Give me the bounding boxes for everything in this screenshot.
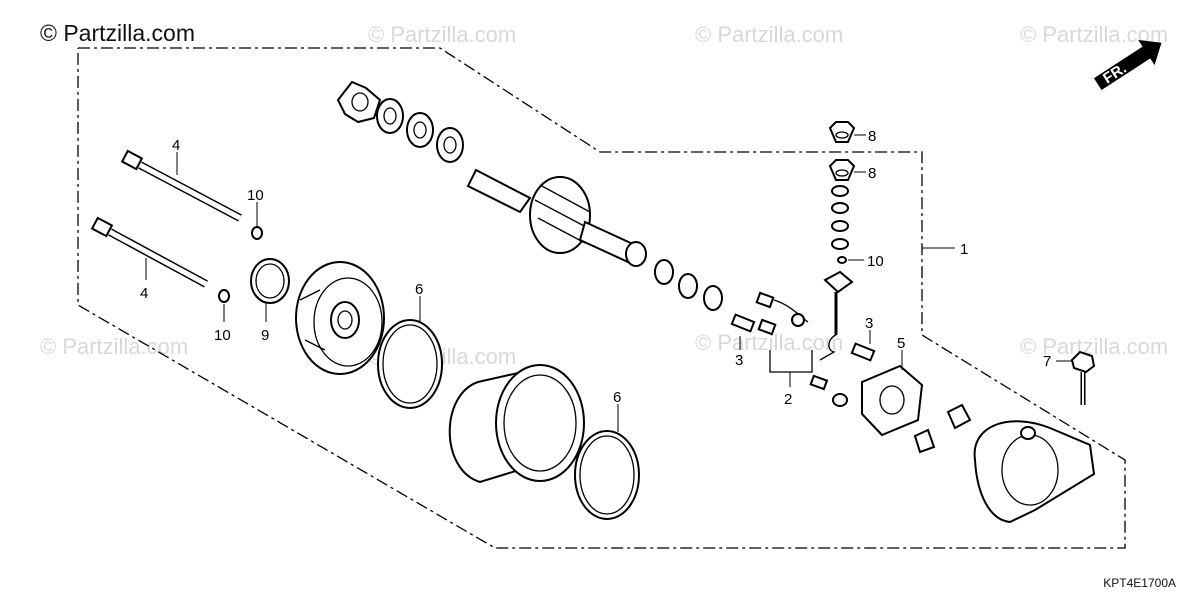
o-ring-inner: [255, 263, 285, 299]
terminal-washer: [831, 220, 849, 232]
o-ring-large: [574, 430, 640, 520]
brush-holder: [861, 364, 924, 437]
brush-set: [755, 291, 848, 407]
brush-holder-clip: [913, 428, 936, 454]
callout-10: 10: [214, 327, 231, 344]
terminal-washer: [831, 238, 849, 250]
watermark: © Partzilla.com: [695, 330, 844, 355]
mounting-bolt: [1070, 350, 1096, 405]
front-direction-arrow: FR.: [1093, 39, 1162, 91]
bracket: [769, 350, 813, 373]
thrust-washer-hole: [413, 121, 427, 139]
callout-2: 2: [784, 391, 792, 408]
callout-5: 5: [897, 335, 905, 352]
thrust-washer-hole: [443, 136, 457, 154]
callout-9: 9: [261, 327, 269, 344]
callout-7: 7: [1043, 353, 1051, 370]
terminal-bolt: [819, 270, 854, 361]
nut: [828, 121, 856, 143]
yoke-housing: [448, 364, 585, 484]
shim-washer: [654, 259, 674, 285]
watermark: © Partzilla.com: [695, 22, 844, 47]
through-bolt-upper: [120, 149, 242, 222]
nut: [828, 159, 856, 181]
assembly-outline: [77, 47, 1126, 549]
brush-spring: [850, 342, 876, 362]
thrust-washer: [436, 127, 464, 163]
front-cover: [295, 261, 385, 375]
callout-8: 8: [868, 128, 876, 145]
callout-6: 6: [613, 389, 621, 406]
thrust-washer-hole: [383, 107, 397, 125]
terminal-washer: [831, 202, 849, 214]
brush-spring: [730, 313, 756, 333]
rear-cover: [973, 420, 1096, 524]
brush-holder-clip: [946, 403, 972, 430]
callout-4: 4: [172, 137, 180, 154]
washer: [218, 289, 230, 303]
shim-washer: [703, 285, 723, 311]
shim-washer: [678, 273, 698, 299]
callout-6: 6: [415, 281, 423, 298]
watermark: © Partzilla.com: [1020, 334, 1169, 359]
washer: [837, 256, 847, 264]
thrust-washer: [406, 112, 434, 148]
o-ring: [250, 258, 290, 304]
callout-3: 3: [865, 315, 873, 332]
thrust-washer: [376, 98, 404, 134]
callout-10: 10: [247, 187, 264, 204]
callout-1: 1: [960, 241, 968, 258]
callout-8: 8: [868, 165, 876, 182]
o-ring-large: [377, 319, 443, 409]
armature: [466, 168, 647, 267]
washer: [251, 226, 263, 240]
terminal-washer: [831, 185, 849, 197]
watermark: © Partzilla.com: [368, 22, 517, 47]
o-ring-large-inner: [382, 324, 438, 404]
callout-3: 3: [735, 352, 743, 369]
brand-logo-text: © Partzilla.com: [40, 20, 195, 46]
callout-4: 4: [140, 285, 148, 302]
callout-10: 10: [867, 253, 884, 270]
through-bolt-lower: [90, 216, 208, 288]
lock-plate: [336, 80, 382, 124]
o-ring-large-inner: [579, 435, 635, 515]
diagram-code: KPT4E1700A: [1103, 576, 1176, 590]
